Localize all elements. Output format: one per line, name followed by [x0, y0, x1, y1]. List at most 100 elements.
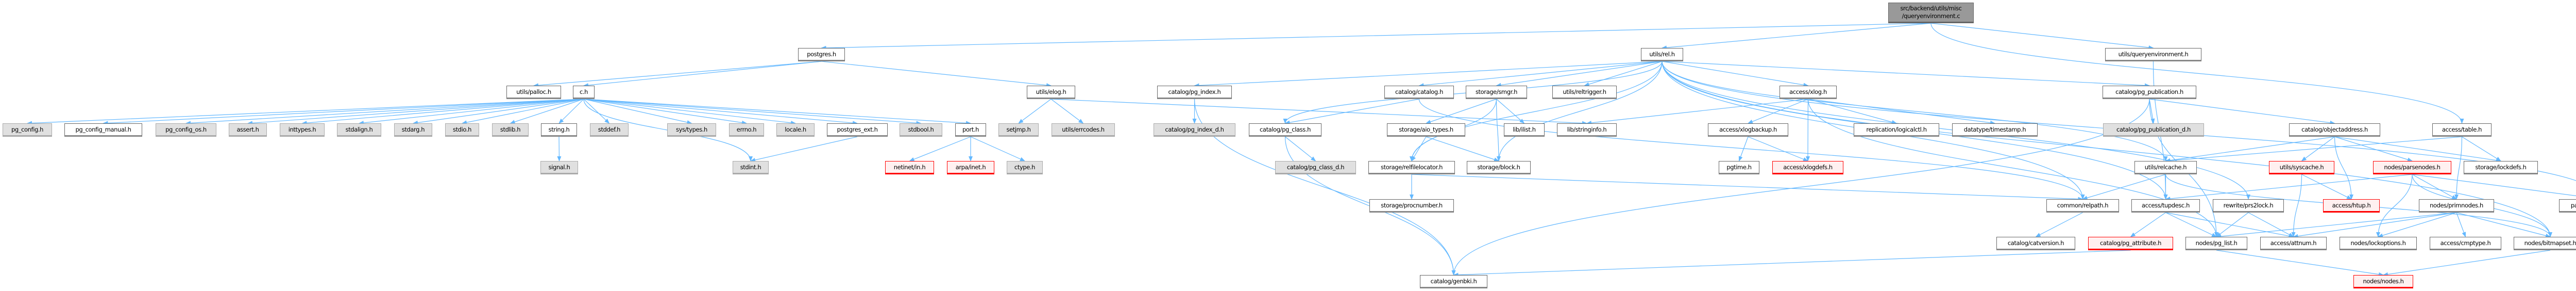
node-elog[interactable]: utils/elog.h	[1027, 86, 1075, 99]
node-pg-publication-d[interactable]: catalog/pg_publication_d.h	[2103, 123, 2204, 137]
node-reltrigger[interactable]: utils/reltrigger.h	[1552, 86, 1617, 99]
edge-c-to-postgres_ext	[583, 99, 858, 125]
node-cmptype[interactable]: access/cmptype.h	[2430, 237, 2501, 250]
node-netinet[interactable]: netinet/in.h	[885, 161, 934, 174]
edge-rel-to-reltrigger	[1584, 61, 1663, 87]
node-pg-attribute[interactable]: catalog/pg_attribute.h	[2088, 237, 2173, 250]
node-setjmp[interactable]: setjmp.h	[998, 123, 1039, 137]
node-objectaddress[interactable]: catalog/objectaddress.h	[2289, 123, 2380, 137]
node-rel[interactable]: utils/rel.h	[1641, 48, 1683, 61]
edge-pg_publication-to-pg_publication_d	[2149, 99, 2155, 124]
edge-c-to-port	[583, 99, 971, 125]
node-parsenodes[interactable]: nodes/parsenodes.h	[2373, 161, 2451, 174]
node-primnodes[interactable]: nodes/primnodes.h	[2419, 199, 2494, 213]
edge-relfilelocator-to-relpath	[1411, 174, 2083, 201]
node-pg-config[interactable]: pg_config.h	[3, 123, 52, 137]
node-pg-list[interactable]: nodes/pg_list.h	[2185, 237, 2247, 250]
edge-root-to-postgres	[821, 23, 1931, 50]
node-pg-config-os[interactable]: pg_config_os.h	[156, 123, 216, 137]
node-xlogbackup[interactable]: access/xlogbackup.h	[1708, 123, 1788, 137]
edge-catalog-to-pg_class	[1284, 99, 1419, 125]
node-genbki[interactable]: catalog/genbki.h	[1420, 275, 1487, 288]
node-block[interactable]: storage/block.h	[1467, 161, 1531, 174]
node-timestamp[interactable]: datatype/timestamp.h	[1952, 123, 2038, 137]
node-signal[interactable]: signal.h	[540, 161, 578, 174]
node-tupdesc[interactable]: access/tupdesc.h	[2131, 199, 2200, 213]
node-locale[interactable]: locale.h	[776, 123, 815, 137]
node-arpa[interactable]: arpa/inet.h	[947, 161, 994, 174]
node-pg-class-d[interactable]: catalog/pg_class_d.h	[1275, 161, 1356, 174]
node-pg-index[interactable]: catalog/pg_index.h	[1157, 86, 1232, 99]
edge-syscache-to-attnum	[2291, 174, 2302, 237]
node-bitmapset[interactable]: nodes/bitmapset.h	[2514, 237, 2576, 250]
node-catalog[interactable]: catalog/catalog.h	[1384, 86, 1454, 99]
node-relfilelocator[interactable]: storage/relfilelocator.h	[1368, 161, 1455, 174]
edge-primnodes-to-bitmapset	[2456, 212, 2551, 238]
edge-objectaddress-to-parsenodes	[2334, 136, 2413, 162]
edge-aio_types-to-relfilelocator	[1411, 136, 1427, 161]
node-stdalign[interactable]: stdalign.h	[337, 123, 381, 137]
edge-root-to-rel	[1662, 23, 1931, 50]
edge-xlogbackup-to-pgtime	[1738, 136, 1749, 161]
node-palloc[interactable]: utils/palloc.h	[506, 86, 561, 99]
node-stdarg[interactable]: stdarg.h	[394, 123, 432, 137]
edge-primnodes-to-lockoptions	[2378, 212, 2457, 238]
node-ctype[interactable]: ctype.h	[1007, 161, 1043, 174]
node-catversion[interactable]: catalog/catversion.h	[1996, 237, 2075, 250]
edge-c-to-systypes	[583, 99, 692, 124]
node-postgres[interactable]: postgres.h	[798, 48, 845, 61]
node-relcache[interactable]: utils/relcache.h	[2134, 161, 2197, 174]
node-port[interactable]: port.h	[955, 123, 986, 137]
edge-bitmapset-to-nodes	[2383, 250, 2551, 277]
node-stdio[interactable]: stdio.h	[445, 123, 479, 137]
node-systypes[interactable]: sys/types.h	[667, 123, 716, 137]
node-htup[interactable]: access/htup.h	[2323, 199, 2380, 213]
node-syscache[interactable]: utils/syscache.h	[2269, 161, 2334, 174]
edge-elog-to-setjmp	[1018, 99, 1052, 124]
node-queryenv[interactable]: utils/queryenvironment.h	[2105, 48, 2201, 61]
node-stdlib[interactable]: stdlib.h	[492, 123, 529, 137]
edge-objectaddress-to-lockdefs	[2334, 136, 2501, 163]
node-pg-publication[interactable]: catalog/pg_publication.h	[2103, 86, 2196, 99]
node-xlogdefs[interactable]: access/xlogdefs.h	[1772, 161, 1843, 174]
node-lockoptions[interactable]: nodes/lockoptions.h	[2340, 237, 2417, 250]
node-prs2lock[interactable]: rewrite/prs2lock.h	[2213, 199, 2284, 213]
node-pg-class[interactable]: catalog/pg_class.h	[1249, 123, 1321, 137]
node-relpath[interactable]: common/relpath.h	[2046, 199, 2119, 213]
node-postgres-ext[interactable]: postgres_ext.h	[827, 123, 888, 137]
node-stdbool[interactable]: stdbool.h	[900, 123, 942, 137]
node-logicalctl[interactable]: replication/logicalctl.h	[1854, 123, 1939, 137]
node-lockdefs[interactable]: storage/lockdefs.h	[2464, 161, 2538, 174]
node-xlog[interactable]: access/xlog.h	[1780, 86, 1837, 99]
node-aio-types[interactable]: storage/aio_types.h	[1387, 123, 1465, 137]
edge-relcache-to-relpath	[2082, 174, 2166, 200]
node-string[interactable]: string.h	[541, 123, 577, 137]
node-stddef[interactable]: stddef.h	[590, 123, 629, 137]
node-smgr[interactable]: storage/smgr.h	[1466, 86, 1527, 99]
edge-parsenodes-to-tupdesc	[2165, 174, 2413, 201]
edge-xlogbackup-to-xlogdefs	[1748, 136, 1808, 161]
node-errcodes[interactable]: utils/errcodes.h	[1052, 123, 1115, 137]
node-root[interactable]: src/backend/utils/misc /queryenvironment…	[1888, 3, 1974, 23]
node-errno[interactable]: errno.h	[729, 123, 764, 137]
node-pg-config-manual[interactable]: pg_config_manual.h	[64, 123, 142, 137]
node-procnumber[interactable]: storage/procnumber.h	[1369, 199, 1454, 213]
node-c[interactable]: c.h	[573, 86, 595, 99]
edge-port-to-ctype	[970, 136, 1025, 161]
node-attnum[interactable]: access/attnum.h	[2260, 237, 2327, 250]
edge-table-to-primnodes	[2454, 136, 2463, 200]
node-pg-index-d[interactable]: catalog/pg_index_d.h	[1154, 123, 1235, 137]
edge-pg_class-to-pg_class_d	[1285, 136, 1316, 161]
node-inttypes[interactable]: inttypes.h	[280, 123, 325, 137]
node-nodes[interactable]: nodes/nodes.h	[2353, 275, 2413, 288]
node-stdint[interactable]: stdint.h	[733, 161, 769, 174]
node-ilist[interactable]: lib/ilist.h	[1504, 123, 1545, 137]
node-pgtime[interactable]: pgtime.h	[1719, 161, 1759, 174]
edge-postgres-to-palloc	[533, 61, 822, 88]
edge-objectaddress-to-relcache	[2165, 136, 2335, 163]
edge-c-to-pg_config_manual	[103, 99, 584, 125]
node-partdefs[interactable]: partitioning/partdefs.h	[2559, 199, 2576, 213]
node-stringinfo[interactable]: lib/stringinfo.h	[1557, 123, 1617, 137]
node-assert[interactable]: assert.h	[229, 123, 267, 137]
node-table[interactable]: access/table.h	[2432, 123, 2492, 137]
